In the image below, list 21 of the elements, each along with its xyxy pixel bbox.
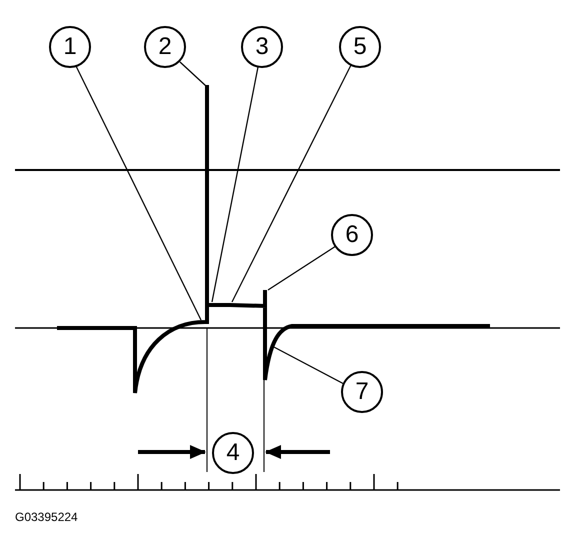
callout-circle [212,432,254,474]
callout-number: 6 [344,223,360,247]
callout-circle [241,26,283,68]
callout-circle [341,371,383,413]
leader-line [180,62,206,86]
callout-number: 7 [354,380,370,404]
callout-number: 5 [352,35,368,59]
leader-line [268,246,336,290]
leader-line [75,66,202,320]
callout-number: 4 [225,441,241,465]
callout-circle [49,26,91,68]
callout-circle [339,26,381,68]
callout-number: 2 [157,35,173,59]
callout-number: 3 [254,35,270,59]
leader-line [272,345,344,385]
callout-circle [144,26,186,68]
leader-line [211,66,259,302]
callout-circle [331,214,373,256]
leader-line [231,64,352,302]
callout-number: 1 [62,35,78,59]
figure-code: G03395224 [15,510,78,524]
